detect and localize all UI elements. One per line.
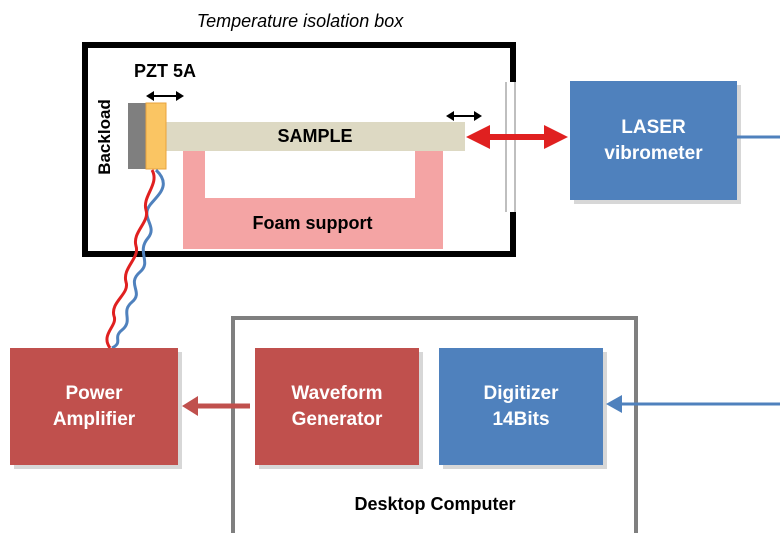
desktop-computer-label: Desktop Computer <box>354 494 516 514</box>
sample-bar <box>165 122 465 151</box>
digitizer-block <box>439 348 603 465</box>
digitizer-line1: Digitizer <box>483 382 559 404</box>
pzt-motion-arrow <box>146 91 184 101</box>
cable-red <box>105 169 156 349</box>
power-line1: Power <box>65 382 123 404</box>
laser-vibrometer-block <box>570 81 737 200</box>
waveform-generator-block <box>255 348 419 465</box>
power-amplifier-label: Power Amplifier <box>10 348 178 465</box>
cable-blue <box>111 168 165 350</box>
waveform-line1: Waveform <box>291 382 383 404</box>
pzt-element <box>145 102 167 170</box>
laser-beam-arrow <box>466 125 568 149</box>
sample-motion-arrow <box>446 111 482 121</box>
laser-line1: LASER <box>621 116 686 138</box>
laser-line2: vibrometer <box>604 142 703 164</box>
generator-to-amplifier-arrowhead <box>182 396 198 416</box>
digitizer-label: Digitizer 14Bits <box>439 348 603 465</box>
backload-block <box>128 103 146 169</box>
sample-label: SAMPLE <box>277 126 353 146</box>
desktop-computer-frame <box>231 316 638 533</box>
isolation-box-window <box>508 82 518 212</box>
laser-signal-arrowhead <box>606 395 622 413</box>
foam-support <box>183 150 443 249</box>
power-amplifier-block <box>10 348 178 465</box>
laser-vibrometer-label: LASER vibrometer <box>570 81 737 200</box>
digitizer-line2: 14Bits <box>492 408 550 430</box>
waveform-generator-label: Waveform Generator <box>255 348 419 465</box>
backload-label: Backload <box>95 99 114 175</box>
pzt-label: PZT 5A <box>133 61 196 81</box>
power-line2: Amplifier <box>52 408 136 430</box>
waveform-line2: Generator <box>291 408 383 430</box>
foam-support-label: Foam support <box>252 213 373 233</box>
box-title: Temperature isolation box <box>196 11 404 31</box>
